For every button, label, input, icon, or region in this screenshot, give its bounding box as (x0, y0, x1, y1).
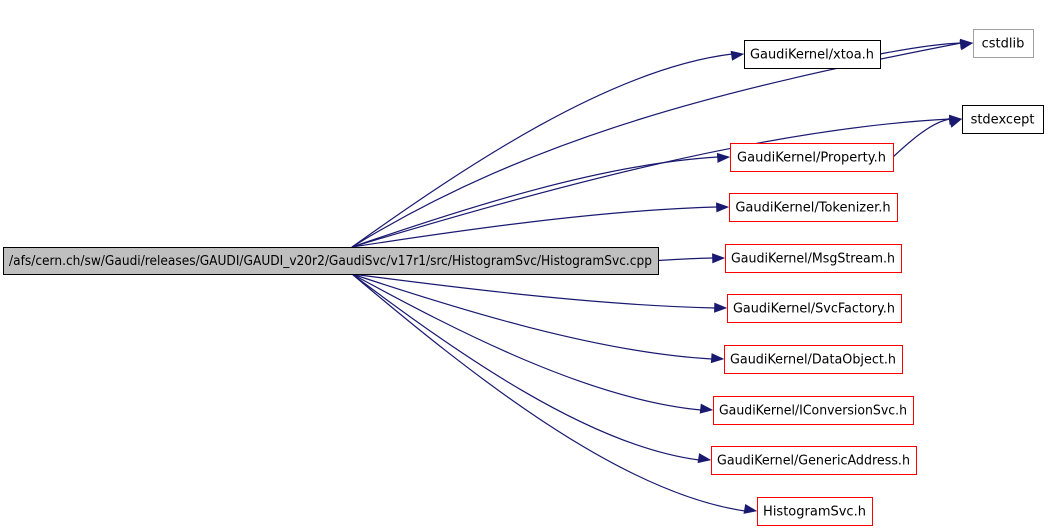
edge-line (351, 206, 718, 248)
edge-line (351, 273, 716, 309)
node-box-xtoa[interactable] (744, 40, 881, 69)
edge-line (657, 257, 714, 262)
edge-line (351, 273, 702, 411)
node-msgstream[interactable]: GaudiKernel/MsgStream.h (725, 244, 902, 273)
node-label-histogramsvc: HistogramSvc.h (763, 505, 866, 520)
node-label-stdexcept: stdexcept (971, 113, 1035, 128)
node-box-msgstream[interactable] (725, 244, 902, 273)
edge-source-to-property (351, 152, 731, 248)
node-label-source: /afs/cern.ch/sw/Gaudi/releases/GAUDI/GAU… (9, 254, 652, 269)
edge-layer (351, 38, 974, 514)
node-iconversionsvc[interactable]: GaudiKernel/IConversionSvc.h (713, 396, 914, 425)
node-label-iconversionsvc: GaudiKernel/IConversionSvc.h (719, 404, 907, 419)
node-tokenizer[interactable]: GaudiKernel/Tokenizer.h (729, 193, 898, 222)
node-label-genericaddress: GaudiKernel/GenericAddress.h (717, 454, 910, 469)
node-box-source[interactable] (3, 247, 659, 275)
edge-source-to-genericaddress (351, 273, 712, 464)
edge-source-to-histogramsvc (351, 273, 758, 514)
node-box-genericaddress[interactable] (711, 446, 917, 475)
node-genericaddress[interactable]: GaudiKernel/GenericAddress.h (711, 446, 917, 475)
node-label-cstdlib: cstdlib (982, 37, 1025, 52)
node-cstdlib[interactable]: cstdlib (973, 29, 1034, 58)
edge-line (351, 273, 713, 360)
node-label-svcfactory: GaudiKernel/SvcFactory.h (733, 302, 895, 317)
edge-line (351, 53, 733, 248)
node-source[interactable]: /afs/cern.ch/sw/Gaudi/releases/GAUDI/GAU… (3, 247, 659, 275)
node-box-tokenizer[interactable] (729, 193, 898, 222)
arrow-head-icon (743, 503, 758, 514)
edge-line (879, 42, 962, 55)
edge-source-to-xtoa (351, 50, 745, 248)
edge-line (351, 273, 746, 512)
arrow-head-icon (712, 253, 726, 264)
arrow-head-icon (714, 302, 728, 313)
arrow-head-icon (948, 118, 963, 128)
edge-source-to-iconversionsvc (351, 273, 714, 414)
node-box-iconversionsvc[interactable] (713, 396, 914, 425)
arrow-head-icon (697, 453, 712, 464)
edge-line (351, 273, 700, 461)
edge-line (351, 156, 719, 248)
node-box-dataobject[interactable] (724, 345, 903, 374)
arrow-head-icon (699, 403, 714, 414)
node-box-cstdlib[interactable] (973, 29, 1034, 58)
arrow-head-icon (959, 38, 974, 49)
node-box-stdexcept[interactable] (962, 105, 1044, 134)
arrow-head-icon (716, 202, 730, 213)
edge-source-to-tokenizer (351, 202, 730, 248)
node-box-svcfactory[interactable] (727, 294, 902, 323)
node-box-property[interactable] (730, 143, 894, 172)
node-svcfactory[interactable]: GaudiKernel/SvcFactory.h (727, 294, 902, 323)
node-label-property: GaudiKernel/Property.h (737, 151, 886, 166)
arrow-head-icon (710, 353, 725, 364)
node-histogramsvc[interactable]: HistogramSvc.h (757, 497, 873, 526)
node-box-histogramsvc[interactable] (757, 497, 873, 526)
node-property[interactable]: GaudiKernel/Property.h (730, 143, 894, 172)
node-xtoa[interactable]: GaudiKernel/xtoa.h (744, 40, 881, 69)
edge-source-to-stdexcept (351, 114, 963, 248)
node-label-xtoa: GaudiKernel/xtoa.h (750, 48, 874, 63)
node-stdexcept[interactable]: stdexcept (962, 105, 1044, 134)
edge-source-to-msgstream (657, 253, 726, 264)
edge-source-to-svcfactory (351, 273, 728, 313)
node-dataobject[interactable]: GaudiKernel/DataObject.h (724, 345, 903, 374)
arrow-head-icon (716, 152, 731, 163)
edge-xtoa-to-cstdlib (879, 38, 974, 55)
edge-line (892, 118, 951, 158)
edge-source-to-dataobject (351, 273, 725, 364)
node-label-msgstream: GaudiKernel/MsgStream.h (731, 252, 895, 267)
edge-property-to-stdexcept (892, 118, 963, 158)
node-layer: /afs/cern.ch/sw/Gaudi/releases/GAUDI/GAU… (3, 29, 1044, 526)
edge-line (351, 118, 951, 248)
node-label-dataobject: GaudiKernel/DataObject.h (730, 353, 896, 368)
node-label-tokenizer: GaudiKernel/Tokenizer.h (735, 201, 890, 216)
arrow-head-icon (730, 50, 745, 61)
